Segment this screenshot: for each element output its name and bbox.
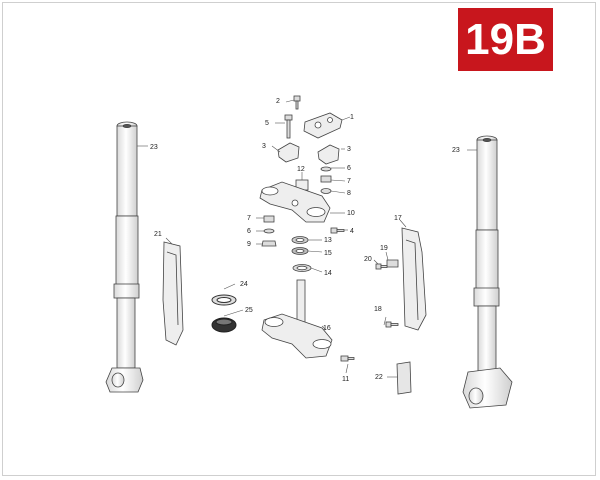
part-label: 6 — [247, 228, 251, 235]
part-label: 6 — [347, 165, 351, 172]
bolt-2 — [293, 95, 301, 110]
part-label: 23 — [150, 144, 158, 151]
part-label: 24 — [240, 281, 248, 288]
pad-22 — [396, 361, 412, 395]
bolt-4 — [330, 227, 345, 234]
part-label: 7 — [347, 178, 351, 185]
bolt-5 — [284, 114, 293, 139]
part-label: 5 — [265, 120, 269, 127]
part-label: 3 — [347, 146, 351, 153]
nut-8 — [320, 188, 332, 194]
part-label: 25 — [245, 307, 253, 314]
part-label: 10 — [347, 210, 355, 217]
bushing-7-left — [263, 215, 275, 223]
part-label: 3 — [262, 143, 266, 150]
part-label: 12 — [297, 166, 305, 173]
right-fork-guard — [401, 227, 427, 331]
nut-9 — [261, 240, 277, 247]
part-label: 20 — [364, 256, 372, 263]
part-label: 14 — [324, 270, 332, 277]
part-label: 23 — [452, 147, 460, 154]
part-label: 4 — [350, 228, 354, 235]
riser-left — [277, 142, 300, 163]
part-label: 8 — [347, 190, 351, 197]
lower-triple-clamp — [261, 279, 333, 359]
part-label: 15 — [324, 250, 332, 257]
part-label: 16 — [323, 325, 331, 332]
part-label: 18 — [374, 306, 382, 313]
washer-6-left — [263, 228, 275, 234]
right-fork-leg — [462, 135, 513, 409]
part-label: 9 — [247, 241, 251, 248]
bolt-11 — [340, 355, 355, 362]
seal-14 — [292, 264, 312, 272]
page-badge: 19B — [458, 8, 553, 71]
part-label: 2 — [276, 98, 280, 105]
part-label: 21 — [154, 231, 162, 238]
part-label: 19 — [380, 245, 388, 252]
part-label: 22 — [375, 374, 383, 381]
bushing-7-right — [320, 175, 332, 183]
part-label: 1 — [350, 114, 354, 121]
clip-19 — [386, 259, 399, 268]
bearing-13 — [291, 236, 309, 244]
bolt-18 — [385, 321, 399, 328]
upper-triple-clamp — [259, 181, 331, 223]
part-label: 7 — [247, 215, 251, 222]
part-label: 13 — [324, 237, 332, 244]
handlebar-clamp-top — [303, 112, 343, 139]
left-fork-guard — [162, 241, 184, 346]
bearing-15 — [291, 247, 309, 255]
seal-24 — [211, 294, 237, 306]
seal-25 — [211, 317, 237, 333]
part-labels: 1 2 3 3 4 5 6 6 7 7 8 9 10 11 12 13 14 1… — [150, 98, 460, 383]
part-label: 11 — [342, 376, 349, 383]
bolt-20 — [375, 263, 388, 270]
riser-right — [317, 144, 340, 165]
washer-6-right — [320, 166, 332, 172]
part-label: 17 — [394, 215, 402, 222]
leader-lines — [137, 99, 477, 378]
left-fork-leg — [105, 121, 144, 393]
